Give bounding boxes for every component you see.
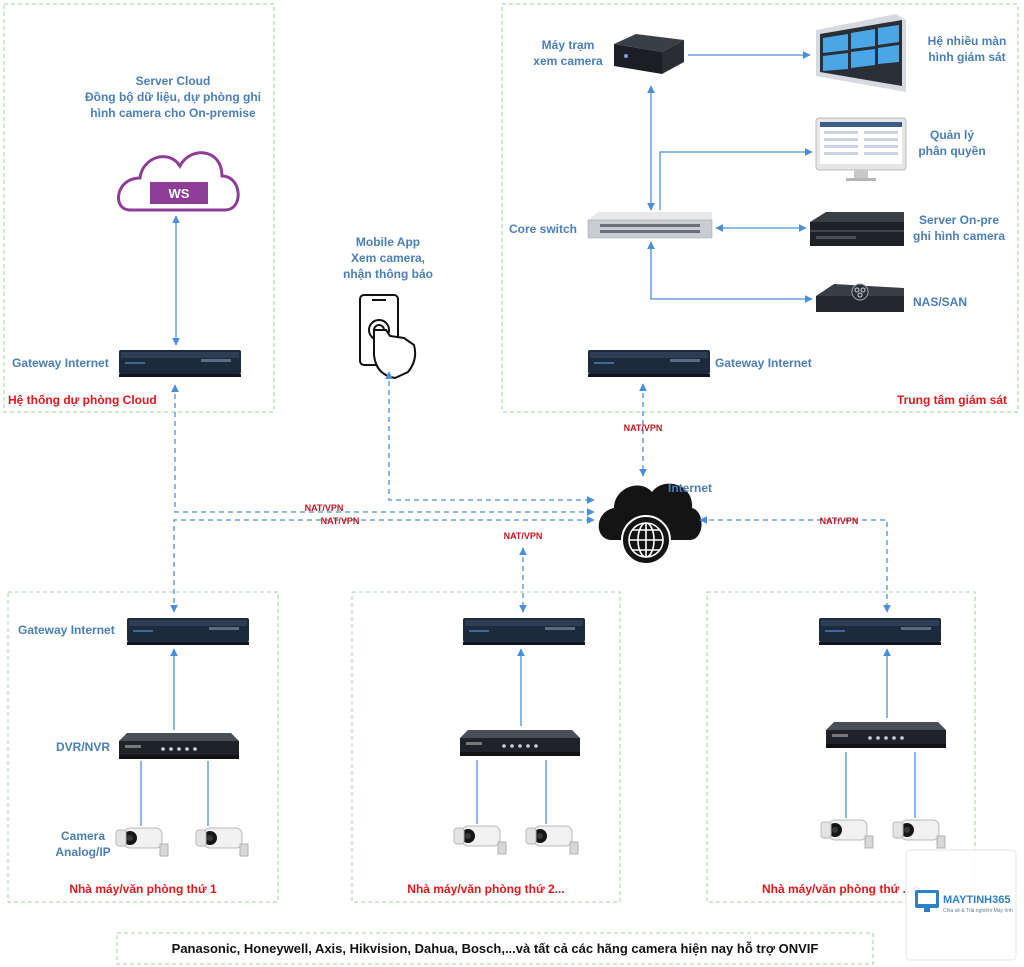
svg-text:Server Cloud: Server Cloud: [136, 74, 211, 88]
nat-vpn-label-cloud: NAT/VPN: [305, 503, 344, 513]
solid-connections: [140, 51, 916, 826]
videowall-icon: [816, 14, 906, 92]
cloud-server-icon: WS: [117, 151, 240, 212]
svg-text:Chia sẻ & Trải nghiệm Máy tính: Chia sẻ & Trải nghiệm Máy tính: [943, 908, 1013, 914]
svg-text:Mobile App: Mobile App: [356, 235, 420, 249]
site3-dvr-icon: [826, 722, 946, 748]
site3-camera-2: [892, 819, 946, 849]
site2-dvr-icon: [460, 730, 580, 756]
footer-vendor-text: Panasonic, Honeywell, Axis, Hikvision, D…: [172, 941, 819, 956]
nat-vpn-label-center: NAT/VPN: [624, 423, 663, 433]
center-region-title: Trung tâm giám sát: [897, 393, 1007, 407]
internet-cloud-icon: [598, 483, 702, 565]
mobile-app-label: Mobile App Xem camera, nhận thông báo: [343, 235, 433, 281]
nat-vpn-label-site1: NAT/VPN: [321, 516, 360, 526]
site1-camera-label: Camera Analog/IP: [55, 829, 110, 859]
nat-vpn-label-site3: NAT/VPN: [820, 516, 859, 526]
cloud-gateway-router: [119, 350, 241, 377]
server-onprem-icon: [810, 212, 904, 246]
svg-text:Hệ nhiều màn: Hệ nhiều màn: [928, 34, 1007, 48]
site1-gateway-label: Gateway Internet: [18, 623, 115, 637]
site1-region-box: [7, 591, 279, 903]
watermark: MAYTINH365 Chia sẻ & Trải nghiệm Máy tín…: [905, 849, 1017, 961]
svg-text:Máy trạm: Máy trạm: [542, 38, 595, 52]
internet-label: Internet: [668, 481, 712, 495]
svg-text:ghi hình camera: ghi hình camera: [913, 229, 1005, 243]
footer-box: [116, 932, 874, 965]
cloud-region-title: Hệ thống dự phòng Cloud: [8, 393, 157, 407]
svg-text:WS: WS: [169, 186, 190, 201]
core-switch-label: Core switch: [509, 222, 577, 236]
site2-gateway-router: [463, 618, 585, 645]
svg-text:Đồng bộ dữ liệu, dự phòng ghi: Đồng bộ dữ liệu, dự phòng ghi: [85, 90, 261, 104]
svg-text:Camera: Camera: [61, 829, 105, 843]
nas-san-label: NAS/SAN: [913, 295, 967, 309]
cloud-server-label: Server Cloud Đồng bộ dữ liệu, dự phòng g…: [85, 74, 261, 120]
svg-text:xem camera: xem camera: [533, 54, 603, 68]
workstation-label: Máy trạm xem camera: [533, 38, 603, 68]
svg-text:hình camera cho On-premise: hình camera cho On-premise: [90, 106, 256, 120]
site2-camera-2: [525, 825, 579, 855]
site3-region-title: Nhà máy/văn phòng thứ ...n: [762, 882, 920, 896]
site1-gateway-router: [127, 618, 249, 645]
management-pc-icon: [815, 117, 907, 181]
nat-vpn-label-site2: NAT/VPN: [504, 531, 543, 541]
svg-text:Server On-pre: Server On-pre: [919, 213, 999, 227]
svg-text:Quản lý: Quản lý: [930, 128, 974, 142]
dashed-connections: [170, 371, 891, 613]
svg-text:MAYTINH365: MAYTINH365: [943, 894, 1010, 906]
site2-camera-1: [453, 825, 507, 855]
site3-camera-1: [820, 819, 874, 849]
core-switch-icon: [587, 212, 713, 239]
cloud-gateway-label: Gateway Internet: [12, 356, 109, 370]
site1-dvr-label: DVR/NVR: [56, 740, 110, 754]
site1-camera-2: [195, 827, 249, 857]
site1-dvr-icon: [119, 733, 239, 759]
mobile-phone-icon: [359, 294, 417, 380]
svg-text:phân quyền: phân quyền: [918, 144, 985, 158]
workstation-icon: [614, 34, 684, 74]
site1-region-title: Nhà máy/văn phòng thứ 1: [69, 882, 217, 896]
server-onprem-label: Server On-pre ghi hình camera: [913, 213, 1005, 243]
svg-text:Xem camera,: Xem camera,: [351, 251, 425, 265]
videowall-label: Hệ nhiều màn hình giám sát: [928, 34, 1007, 64]
management-label: Quản lý phân quyền: [918, 128, 985, 158]
svg-text:hình giám sát: hình giám sát: [928, 50, 1005, 64]
center-gateway-router: [588, 350, 710, 377]
maytinh365-logo-icon: [915, 890, 939, 912]
svg-text:Analog/IP: Analog/IP: [55, 845, 110, 859]
nas-san-icon: [816, 283, 904, 312]
center-gateway-label: Gateway Internet: [715, 356, 812, 370]
site2-region-title: Nhà máy/văn phòng thứ 2...: [407, 882, 564, 896]
site3-gateway-router: [819, 618, 941, 645]
cloud-region-box: [3, 3, 275, 413]
svg-text:nhận thông báo: nhận thông báo: [343, 267, 433, 281]
site1-camera-1: [115, 827, 169, 857]
